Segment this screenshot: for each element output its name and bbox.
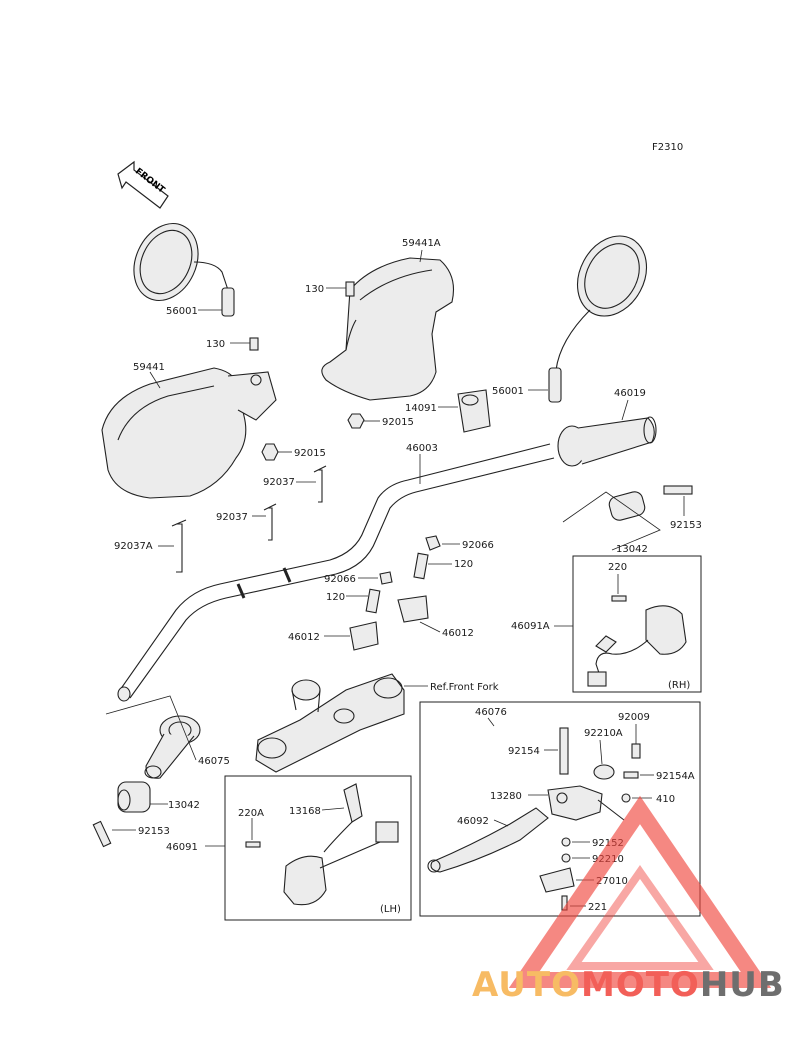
callout-130-top: 130 xyxy=(305,284,324,295)
callout-14091: 14091 xyxy=(405,403,437,414)
callout-410: 410 xyxy=(656,794,675,805)
callout-92015-lower: 92015 xyxy=(294,448,326,459)
callout-ref-front-fork: Ref.Front Fork xyxy=(430,682,499,693)
callout-46091A: 46091A xyxy=(511,621,550,632)
callout-59441A: 59441A xyxy=(402,238,441,249)
part-14091 xyxy=(457,389,491,433)
callout-46019: 46019 xyxy=(614,388,646,399)
watermark-logo: AUTOMOTOHUB xyxy=(472,795,785,1005)
callout-27010: 27010 xyxy=(596,876,628,887)
rh-box-label: (RH) xyxy=(668,680,690,691)
callout-46003: 46003 xyxy=(406,443,438,454)
bar-end-weight-right xyxy=(608,491,646,521)
lh-box-label: (LH) xyxy=(380,904,401,915)
svg-text:AUTOMOTOHUB: AUTOMOTOHUB xyxy=(472,965,785,1005)
right-mirror-part xyxy=(548,235,648,403)
lever-bracket-part xyxy=(547,785,625,821)
callout-92153-left: 92153 xyxy=(138,826,170,837)
clip-92037A xyxy=(171,519,187,573)
callout-92066-left: 92066 xyxy=(324,574,356,585)
left-switch-part xyxy=(245,783,399,906)
watermark-hub: HUB xyxy=(700,965,785,1005)
callout-13280: 13280 xyxy=(490,791,522,802)
bolt-92153-right xyxy=(663,485,693,495)
callout-130-left: 130 xyxy=(206,339,225,350)
clip-92037-b xyxy=(263,503,277,541)
callout-92154: 92154 xyxy=(508,746,540,757)
callout-46091: 46091 xyxy=(166,842,198,853)
nut-92015-lower xyxy=(261,443,279,461)
callout-46092: 46092 xyxy=(457,816,489,827)
screw-92009 xyxy=(631,743,641,759)
right-grip-part xyxy=(557,416,657,467)
rh-switch-box xyxy=(572,555,702,693)
brake-lever-part xyxy=(427,807,549,873)
callout-220A: 220A xyxy=(238,808,264,819)
callout-220: 220 xyxy=(608,562,627,573)
bolt-92154 xyxy=(559,727,569,775)
watermark-auto: AUTO xyxy=(472,965,581,1005)
callout-120-left: 120 xyxy=(326,592,345,603)
bolt-130-left xyxy=(249,337,259,351)
callout-13042-right: 13042 xyxy=(616,544,648,555)
part-92210 xyxy=(561,853,571,863)
callout-13168: 13168 xyxy=(289,806,321,817)
callout-92066-right: 92066 xyxy=(462,540,494,551)
callout-46076: 46076 xyxy=(475,707,507,718)
callout-46075: 46075 xyxy=(198,756,230,767)
right-switch-part xyxy=(587,595,687,687)
screw-92154A xyxy=(623,771,639,779)
callout-46012-right: 46012 xyxy=(442,628,474,639)
bolt-92153-left xyxy=(92,820,112,848)
callout-92009: 92009 xyxy=(618,712,650,723)
handlebar-part xyxy=(117,443,555,702)
callout-92154A: 92154A xyxy=(656,771,695,782)
callout-92037-a: 92037 xyxy=(263,477,295,488)
bolt-130-top xyxy=(345,281,355,297)
fork-bracket-part xyxy=(255,673,405,773)
callout-120-right: 120 xyxy=(454,559,473,570)
part-410 xyxy=(621,793,631,803)
callout-92153-right: 92153 xyxy=(670,520,702,531)
callout-59441: 59441 xyxy=(133,362,165,373)
right-handguard-part xyxy=(321,257,455,401)
callout-92210A: 92210A xyxy=(584,728,623,739)
callout-46012-left: 46012 xyxy=(288,632,320,643)
part-92152 xyxy=(561,837,571,847)
clamp-hardware xyxy=(349,535,441,651)
cap-92210A xyxy=(593,764,615,780)
diagram-code: F2310 xyxy=(652,142,683,153)
callout-92037-b: 92037 xyxy=(216,512,248,523)
left-grip-part xyxy=(144,715,201,779)
left-mirror-part xyxy=(133,223,235,317)
callout-56001-right: 56001 xyxy=(492,386,524,397)
nut-92015-upper xyxy=(347,413,365,429)
front-arrow-icon: FRONT xyxy=(117,160,169,209)
callout-13042-left: 13042 xyxy=(168,800,200,811)
callout-56001-left: 56001 xyxy=(166,306,198,317)
callout-92015-upper: 92015 xyxy=(382,417,414,428)
lh-switch-box xyxy=(224,775,412,921)
left-handguard-part xyxy=(101,367,277,499)
switch-27010 xyxy=(539,867,575,893)
clip-92037-a xyxy=(313,465,327,503)
callout-92037A: 92037A xyxy=(114,541,153,552)
callout-221: 221 xyxy=(588,902,607,913)
watermark-moto: MOTO xyxy=(581,965,700,1005)
bar-end-weight-left xyxy=(117,781,151,813)
